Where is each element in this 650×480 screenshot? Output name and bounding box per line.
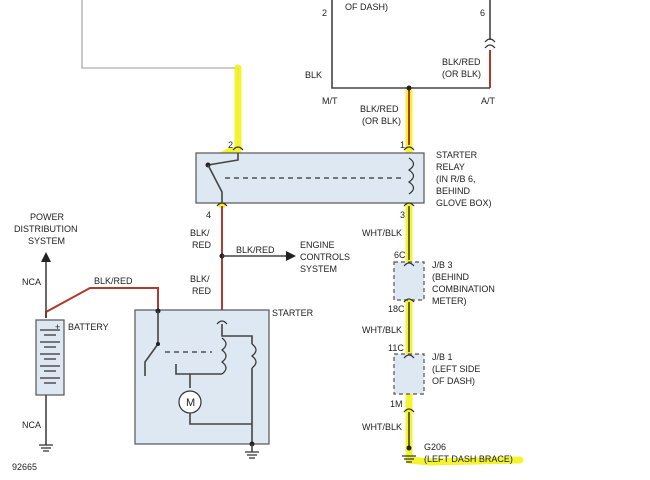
starter-motor-ground bbox=[189, 413, 252, 425]
starter-motor-wire-2 bbox=[175, 364, 190, 375]
label-battery-plus: + bbox=[55, 322, 60, 332]
label-mt: M/T bbox=[322, 96, 338, 106]
g206-dot bbox=[406, 445, 412, 451]
label-blk-red-2a: BLK/ bbox=[190, 274, 210, 284]
label-jb3-2: (BEHIND bbox=[432, 272, 470, 282]
starter-ground-icon bbox=[245, 451, 259, 459]
junction-dot-top bbox=[406, 85, 412, 91]
label-engine-1: ENGINE bbox=[300, 240, 335, 250]
label-wht-blk-2: WHT/BLK bbox=[362, 325, 402, 335]
label-pin-6-top: 6 bbox=[480, 8, 485, 18]
gray-wire bbox=[81, 0, 239, 80]
label-blk-left: BLK bbox=[305, 70, 322, 80]
label-power-1: POWER bbox=[30, 212, 65, 222]
jb1-top-connector bbox=[403, 354, 415, 359]
starter-top-connector bbox=[216, 320, 228, 325]
label-relay-pin-3: 3 bbox=[400, 210, 405, 220]
relay-pin2-connector bbox=[232, 146, 244, 151]
label-blk-red-center: BLK/RED bbox=[360, 104, 399, 114]
label-jb3-3: COMBINATION bbox=[432, 284, 495, 294]
label-nca-bottom: NCA bbox=[22, 420, 41, 430]
relay-pin1-connector bbox=[403, 146, 415, 151]
label-jb3-4: METER) bbox=[432, 296, 467, 306]
label-wht-blk-1: WHT/BLK bbox=[362, 228, 402, 238]
label-relay-pin-4: 4 bbox=[206, 210, 211, 220]
starter-coil-1 bbox=[221, 337, 227, 375]
mt-wire bbox=[331, 0, 409, 89]
at-connector-2 bbox=[484, 44, 496, 49]
label-pin-11c: 11C bbox=[388, 343, 404, 353]
jb1-box bbox=[393, 353, 425, 395]
label-pin-18c: 18C bbox=[388, 304, 405, 314]
label-blk-red-1a: BLK/ bbox=[190, 228, 210, 238]
label-starter: STARTER bbox=[272, 308, 314, 318]
jb1-bottom-connector bbox=[403, 408, 415, 413]
engine-arrow bbox=[286, 251, 296, 261]
relay-pin3-connector bbox=[403, 202, 415, 207]
label-left-dash-brace: (LEFT DASH BRACE) bbox=[424, 454, 513, 464]
label-blk-red-2b: RED bbox=[192, 286, 212, 296]
label-power-2: DISTRIBUTION bbox=[14, 224, 78, 234]
label-motor: M bbox=[186, 397, 195, 409]
label-or-blk-right: (OR BLK) bbox=[442, 69, 481, 79]
label-blk-red-1b: RED bbox=[192, 240, 212, 250]
label-starter-relay-5: GLOVE BOX) bbox=[436, 198, 492, 208]
label-engine-3: SYSTEM bbox=[300, 264, 337, 274]
label-wht-blk-3: WHT/BLK bbox=[362, 422, 402, 432]
label-jb1-1: J/B 1 bbox=[432, 352, 453, 362]
battery-cells bbox=[40, 329, 60, 384]
label-relay-pin-2: 2 bbox=[228, 140, 233, 150]
label-jb3-1: J/B 3 bbox=[432, 260, 453, 270]
label-or-blk-center: (OR BLK) bbox=[362, 116, 401, 126]
label-relay-pin-1: 1 bbox=[400, 140, 405, 150]
label-nca-top: NCA bbox=[22, 277, 41, 287]
starter-coil-2 bbox=[251, 343, 257, 369]
label-figure-number: 92665 bbox=[12, 462, 37, 472]
jb3-box bbox=[393, 261, 425, 301]
label-starter-relay-1: STARTER bbox=[436, 150, 478, 160]
starter-internal-mid bbox=[221, 324, 253, 344]
label-g206: G206 bbox=[424, 442, 446, 452]
label-pin-6c: 6C bbox=[394, 250, 406, 260]
label-starter-relay-3: (IN R/B 6, bbox=[436, 174, 476, 184]
jb3-top-connector bbox=[403, 262, 415, 267]
label-jb1-2: (LEFT SIDE bbox=[432, 364, 480, 374]
battery-ground-icon bbox=[39, 444, 53, 452]
label-engine-2: CONTROLS bbox=[300, 252, 350, 262]
relay-switch-arm bbox=[207, 164, 223, 203]
label-at: A/T bbox=[481, 96, 496, 106]
label-starter-relay-2: RELAY bbox=[436, 162, 465, 172]
label-starter-relay-4: BEHIND bbox=[436, 186, 471, 196]
label-top-of-dash: OF DASH) bbox=[345, 2, 388, 12]
label-blk-red-branch: BLK/RED bbox=[236, 245, 275, 255]
at-connector bbox=[484, 38, 496, 43]
label-battery: BATTERY bbox=[68, 322, 109, 332]
jb3-bottom-connector bbox=[403, 298, 415, 303]
relay-coil bbox=[407, 157, 415, 195]
label-power-3: SYSTEM bbox=[28, 236, 65, 246]
label-blk-red-right: BLK/RED bbox=[442, 57, 481, 67]
label-pin-1m: 1M bbox=[390, 399, 403, 409]
label-blk-red-battery: BLK/RED bbox=[94, 276, 133, 286]
starter-internal-left bbox=[144, 311, 159, 376]
label-jb1-3: OF DASH) bbox=[432, 376, 475, 386]
starter-switch-dot bbox=[156, 342, 160, 346]
g206-ground-icon bbox=[402, 455, 416, 463]
relay-internal-left bbox=[207, 153, 239, 166]
power-arrow bbox=[41, 252, 51, 262]
label-pin-2-top: 2 bbox=[322, 8, 327, 18]
